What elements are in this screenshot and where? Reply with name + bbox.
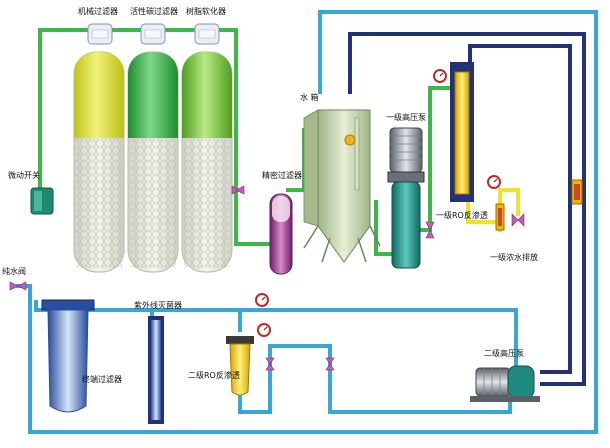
pressure-gauge-ro2 (257, 323, 271, 337)
water-tank-label: 水 箱 (300, 92, 319, 102)
terminal-filter-label: 终端过滤器 (82, 374, 122, 384)
pressure-gauge-ro1 (433, 69, 447, 83)
ro2-label: 二级RO反渗透 (188, 370, 240, 380)
ro1-label: 一级RO反渗透 (436, 210, 488, 220)
micro-switch: 微动开关 (8, 170, 54, 215)
mechanical-filter: 机械过滤器 (73, 6, 125, 273)
navy-pipe-network (348, 32, 586, 386)
terminal-filter: 终端过滤器 (41, 299, 122, 413)
mechanical-filter-label: 机械过滤器 (78, 6, 118, 16)
stage1-high-pressure-pump: 一级高压泵 (386, 112, 426, 269)
bypass-flowmeter (571, 179, 583, 205)
valves (231, 185, 525, 371)
valve-ro2-right (325, 357, 335, 365)
softener-label: 树脂软化器 (186, 6, 226, 16)
pure-water-valve: 纯水阀 (2, 266, 27, 291)
water-tank: 水 箱 (300, 92, 381, 263)
carbon-filter-label: 活性碳过滤器 (130, 6, 178, 16)
carbon-filter: 活性碳过滤器 (127, 6, 179, 273)
stage1-ro-membrane: 一级RO反渗透 (436, 62, 488, 220)
pump2-label: 二级高压泵 (484, 348, 524, 358)
pressure-gauge-concentrate (487, 175, 501, 189)
stage2-ro-membrane: 二级RO反渗透 (188, 336, 254, 396)
valve-ro1 (425, 221, 435, 231)
valve-concentrate (511, 213, 519, 227)
precision-filter: 精密过滤器 (262, 170, 302, 275)
resin-softener: 树脂软化器 (181, 6, 233, 273)
concentrate-label: 一级浓水排放 (490, 252, 538, 262)
stage2-high-pressure-pump: 二级高压泵 (470, 348, 540, 402)
concentrate-flowmeter: 一级浓水排放 (490, 203, 538, 262)
pressure-gauge-ro2-inlet (255, 293, 269, 307)
precision-filter-label: 精密过滤器 (262, 170, 302, 180)
micro-switch-label: 微动开关 (8, 170, 40, 180)
uv-sterilizer: 紫外线灭菌器 (134, 300, 182, 424)
valve-ro2-left (265, 357, 275, 365)
pure-valve-label: 纯水阀 (2, 266, 26, 276)
uv-label: 紫外线灭菌器 (134, 300, 182, 310)
pump1-label: 一级高压泵 (386, 112, 426, 122)
